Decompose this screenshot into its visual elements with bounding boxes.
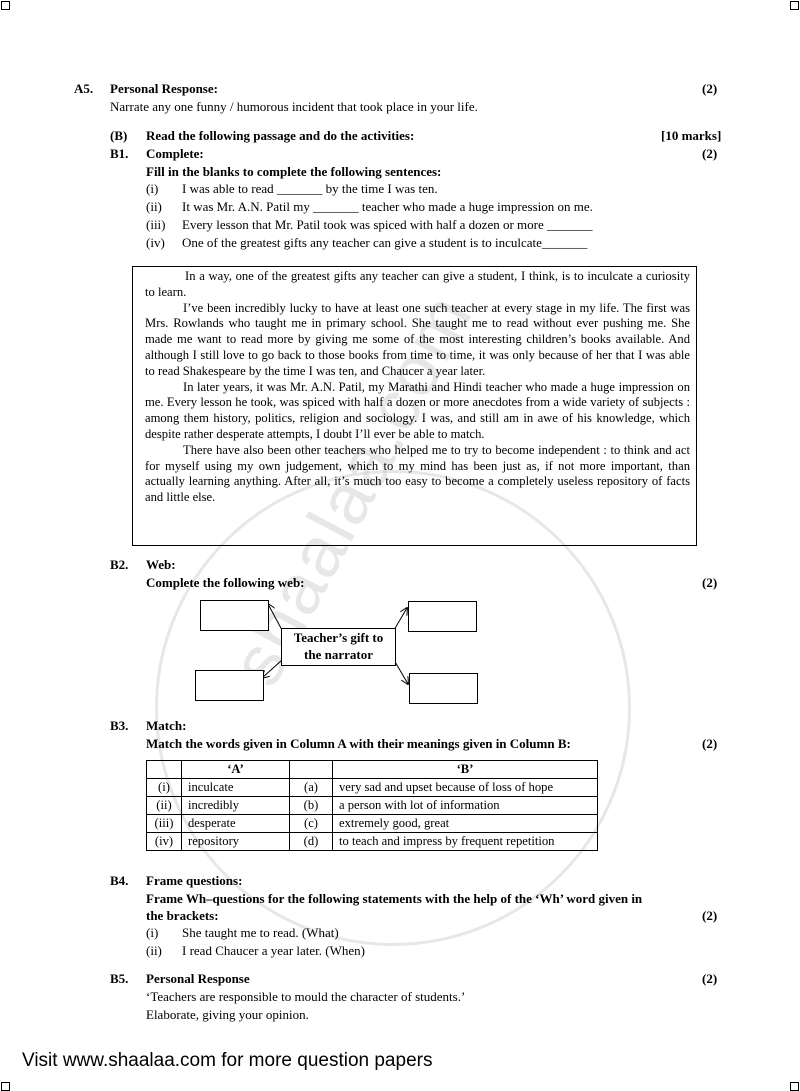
b4-instruction: Frame Wh–questions for the following sta… [146, 891, 643, 906]
column-b-meaning: a person with lot of information [332, 796, 598, 815]
b2-number: B2. [110, 557, 129, 572]
b-title: Read the following passage and do the ac… [146, 128, 415, 143]
b1-item-number: (iii) [146, 217, 166, 232]
web-blank-box-bottom-right [409, 673, 478, 704]
b4-number: B4. [110, 873, 129, 888]
web-center-line: Teacher’s gift to [293, 630, 384, 645]
row-letter: (c) [289, 814, 333, 833]
row-number: (iii) [146, 814, 182, 833]
row-letter: (a) [289, 778, 333, 797]
table-row: (i) inculcate (a) very sad and upset bec… [146, 778, 598, 797]
table-row: (iv) repository (d) to teach and impress… [146, 832, 598, 851]
a5-marks: (2) [702, 81, 718, 96]
b4-item-number: (ii) [146, 943, 162, 958]
web-arrow [393, 659, 408, 684]
b1-item-number: (i) [146, 181, 159, 196]
table-row: (ii) incredibly (b) a person with lot of… [146, 796, 598, 815]
column-b-meaning: to teach and impress by frequent repetit… [332, 832, 598, 851]
column-b-meaning: extremely good, great [332, 814, 598, 833]
row-number: (ii) [146, 796, 182, 815]
web-blank-box-top-right [408, 601, 477, 632]
b5-title: Personal Response [146, 971, 250, 986]
b4-instruction: the brackets: [146, 908, 219, 923]
row-letter: (b) [289, 796, 333, 815]
column-a-word: desperate [181, 814, 290, 833]
web-center-box: Teacher’s gift to the narrator [281, 628, 396, 666]
match-table: ‘A’ ‘B’ (i) inculcate (a) very sad and u… [146, 760, 598, 851]
b1-item-text: Every lesson that Mr. Patil took was spi… [182, 217, 593, 232]
row-number: (i) [146, 778, 182, 797]
a5-number: A5. [74, 81, 94, 96]
b2-instruction: Complete the following web: [146, 575, 305, 590]
b1-item-number: (ii) [146, 199, 162, 214]
corner-mark-top-right [790, 1, 799, 10]
web-arrow [262, 659, 283, 678]
b2-marks: (2) [702, 575, 718, 590]
b1-item-text: I was able to read _______ by the time I… [182, 181, 438, 196]
b4-item-text: She taught me to read. (What) [182, 925, 339, 940]
b1-instruction: Fill in the blanks to complete the follo… [146, 164, 442, 179]
b4-item-text: I read Chaucer a year later. (When) [182, 943, 365, 958]
web-blank-box-top-left [200, 600, 269, 631]
b3-marks: (2) [702, 736, 718, 751]
b1-item-text: One of the greatest gifts any teacher ca… [182, 235, 588, 250]
footer-link-text[interactable]: Visit www.shaalaa.com for more question … [22, 1050, 433, 1071]
a5-title: Personal Response: [110, 81, 218, 96]
column-a-word: repository [181, 832, 290, 851]
b1-title: Complete: [146, 146, 204, 161]
b3-number: B3. [110, 718, 129, 733]
b1-item-text: It was Mr. A.N. Patil my _______ teacher… [182, 199, 593, 214]
corner-mark-bottom-left [1, 1082, 10, 1091]
corner-mark-bottom-right [790, 1082, 799, 1091]
b4-marks: (2) [702, 908, 718, 923]
table-header-row: ‘A’ ‘B’ [146, 760, 598, 779]
b-number: (B) [110, 128, 128, 143]
passage-paragraph: I’ve been incredibly lucky to have at le… [145, 300, 690, 378]
column-a-word: incredibly [181, 796, 290, 815]
web-arrow [268, 604, 283, 631]
b1-number: B1. [110, 146, 129, 161]
a5-question: Narrate any one funny / humorous inciden… [110, 99, 478, 114]
column-a-word: inculcate [181, 778, 290, 797]
web-blank-box-bottom-left [195, 670, 264, 701]
column-a-header: ‘A’ [181, 760, 290, 779]
b4-title: Frame questions: [146, 873, 243, 888]
b5-quote: ‘Teachers are responsible to mould the c… [146, 989, 466, 1004]
row-number: (iv) [146, 832, 182, 851]
column-b-header: ‘B’ [332, 760, 598, 779]
column-b-meaning: very sad and upset because of loss of ho… [332, 778, 598, 797]
b2-title: Web: [146, 557, 176, 572]
b3-instruction: Match the words given in Column A with t… [146, 736, 571, 751]
web-diagram [0, 0, 800, 720]
b-marks: [10 marks] [661, 128, 722, 143]
passage-paragraph: In later years, it was Mr. A.N. Patil, m… [145, 379, 690, 441]
b3-title: Match: [146, 718, 187, 733]
b5-instruction: Elaborate, giving your opinion. [146, 1007, 309, 1022]
b5-number: B5. [110, 971, 129, 986]
b1-marks: (2) [702, 146, 718, 161]
web-center-line: the narrator [304, 647, 373, 662]
web-arrow [393, 608, 407, 631]
row-letter: (d) [289, 832, 333, 851]
b5-marks: (2) [702, 971, 718, 986]
corner-mark-top-left [1, 1, 10, 10]
passage-paragraph: In a way, one of the greatest gifts any … [145, 269, 690, 299]
b4-item-number: (i) [146, 925, 159, 940]
b1-item-number: (iv) [146, 235, 165, 250]
reading-passage: In a way, one of the greatest gifts any … [132, 266, 697, 546]
passage-paragraph: There have also been other teachers who … [145, 442, 690, 505]
table-row: (iii) desperate (c) extremely good, grea… [146, 814, 598, 833]
